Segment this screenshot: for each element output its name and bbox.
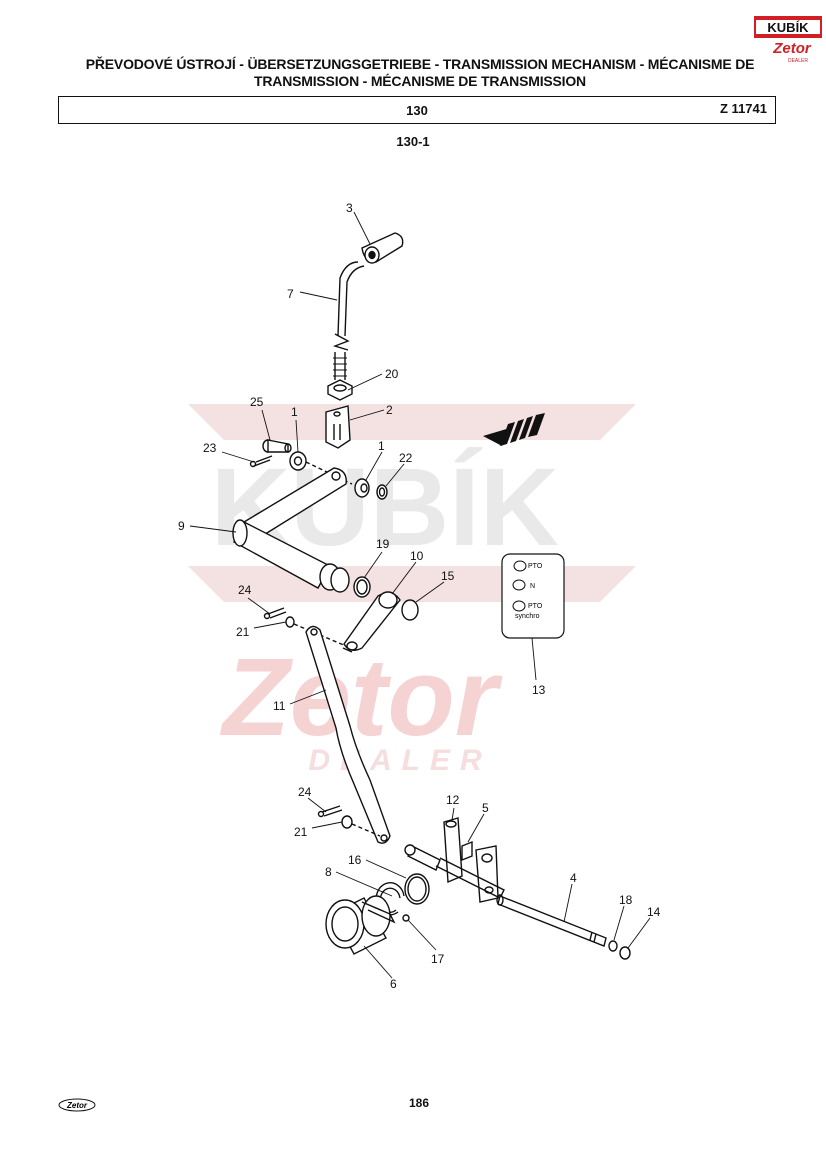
part-24-cotter-pin-lower bbox=[317, 805, 343, 818]
part-17-ball bbox=[402, 914, 410, 922]
part-1-bush-left bbox=[289, 451, 307, 471]
page-title: PŘEVODOVÉ ÚSTROJÍ - ÜBERSETZUNGSGETRIEBE… bbox=[60, 56, 780, 90]
logo-zetor-text: Zetor bbox=[772, 40, 812, 57]
plate-label-pto-bottom: PTO bbox=[528, 603, 543, 610]
callout-17: 17 bbox=[431, 952, 445, 966]
part-12-bracket bbox=[404, 817, 505, 903]
dashed-link-line-lower bbox=[351, 823, 381, 837]
callout-15: 15 bbox=[441, 569, 455, 583]
part-11-link-rod bbox=[305, 625, 391, 844]
zetor-small-logo: Zetor bbox=[58, 1098, 96, 1112]
part-14-circlip bbox=[619, 946, 631, 960]
plate-label-pto-top: PTO bbox=[528, 563, 543, 570]
plate-label-synchro: synchro bbox=[515, 613, 540, 620]
section-header-box: 130 Z 11741 bbox=[58, 96, 776, 124]
page-number: 186 bbox=[408, 1096, 430, 1110]
callout-14: 14 bbox=[647, 905, 661, 919]
logo-kubik-text: KUBÍK bbox=[767, 20, 809, 35]
part-20-nut bbox=[327, 379, 353, 401]
title-line-2: TRANSMISSION - MÉCANISME DE TRANSMISSION bbox=[254, 73, 586, 89]
title-line-1: PŘEVODOVÉ ÚSTROJÍ - ÜBERSETZUNGSGETRIEBE… bbox=[85, 56, 755, 72]
part-7-lever-rod bbox=[332, 261, 365, 380]
callout-19: 19 bbox=[376, 537, 390, 551]
callout-21-lower: 21 bbox=[294, 825, 308, 839]
part-21-washer-upper bbox=[285, 616, 295, 628]
part-6-sleeve bbox=[325, 895, 396, 955]
watermark-dealer: DEALER bbox=[308, 744, 491, 777]
plate-label-neutral: N bbox=[530, 583, 535, 590]
callout-12: 12 bbox=[446, 793, 460, 807]
part-18-washer bbox=[608, 940, 618, 952]
callout-11: 11 bbox=[273, 699, 286, 713]
part-22-washer bbox=[376, 484, 388, 500]
part-3-knob bbox=[361, 232, 404, 264]
logo-white-band bbox=[756, 20, 820, 34]
part-9-shaft-lever bbox=[232, 467, 350, 593]
callout-21-upper: 21 bbox=[236, 625, 250, 639]
callout-1-left: 1 bbox=[291, 405, 298, 419]
callout-24-lower: 24 bbox=[298, 785, 312, 799]
part-16-ring bbox=[404, 873, 430, 905]
kubik-zetor-logo: KUBÍK Zetor DEALER bbox=[754, 16, 822, 64]
small-logo-text: Zetor bbox=[66, 1101, 88, 1110]
callout-1-right: 1 bbox=[378, 439, 385, 453]
callout-7: 7 bbox=[287, 287, 294, 301]
callout-4: 4 bbox=[570, 871, 577, 885]
callout-8: 8 bbox=[325, 865, 332, 879]
callout-24-upper: 24 bbox=[238, 583, 252, 597]
part-19-ring bbox=[353, 576, 371, 598]
watermark-bottom-bar bbox=[188, 566, 636, 602]
leader-lines bbox=[189, 211, 651, 979]
callout-10: 10 bbox=[410, 549, 424, 563]
callout-13: 13 bbox=[532, 683, 546, 697]
part-25-pin bbox=[262, 439, 292, 453]
callout-6: 6 bbox=[390, 977, 397, 991]
watermark-top-bar bbox=[188, 404, 636, 440]
callout-25: 25 bbox=[250, 395, 264, 409]
direction-arrow-icon bbox=[483, 413, 545, 446]
part-4-shaft bbox=[496, 894, 607, 947]
callout-18: 18 bbox=[619, 893, 633, 907]
callout-2: 2 bbox=[386, 403, 393, 417]
part-24-cotter-pin-upper bbox=[263, 607, 287, 620]
callout-labels: 3 7 20 2 25 1 23 1 22 9 19 10 15 24 21 1… bbox=[178, 201, 661, 991]
part-15-circlip bbox=[401, 599, 419, 621]
callout-5: 5 bbox=[482, 801, 489, 815]
part-10-lever-arm bbox=[342, 591, 401, 653]
callout-16: 16 bbox=[348, 853, 362, 867]
callout-23: 23 bbox=[203, 441, 217, 455]
callout-20: 20 bbox=[385, 367, 399, 381]
document-code: Z 11741 bbox=[720, 101, 767, 116]
section-number: 130 bbox=[406, 103, 428, 118]
callout-9: 9 bbox=[178, 519, 185, 533]
watermark-zetor: Zetor bbox=[220, 636, 503, 759]
callout-3: 3 bbox=[346, 201, 353, 215]
callout-22: 22 bbox=[399, 451, 413, 465]
part-21-washer-lower bbox=[341, 815, 353, 829]
logo-dealer-text: DEALER bbox=[788, 58, 808, 64]
part-1-bush-right bbox=[354, 478, 370, 498]
subsection-number: 130-1 bbox=[396, 134, 430, 149]
part-13-selector-plate: PTO N PTO synchro bbox=[501, 553, 565, 639]
part-2-fork bbox=[325, 405, 351, 449]
part-5-pin bbox=[461, 840, 473, 862]
